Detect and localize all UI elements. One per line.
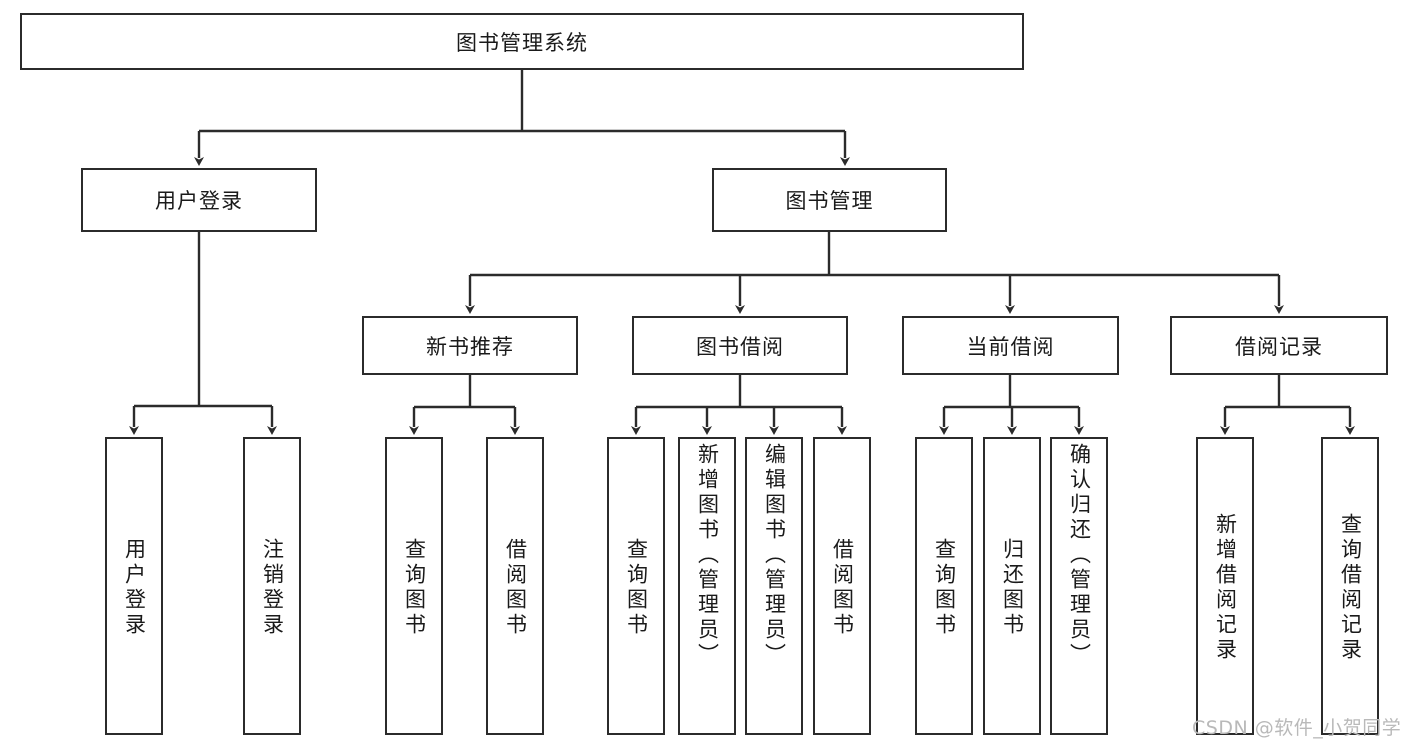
node-leaf-confirm-return-label: 确认归还（管理员） <box>1067 443 1092 668</box>
node-leaf-query-book-1-label: 查询图书 <box>402 538 427 638</box>
node-user-login-label: 用户登录 <box>155 189 243 213</box>
watermark: CSDN @软件_小贺同学 <box>1192 717 1402 739</box>
node-book-manage-label: 图书管理 <box>785 189 874 213</box>
node-leaf-query-book-3-label: 查询图书 <box>932 538 957 638</box>
node-new-book-rec[interactable]: 新书推荐 <box>362 316 578 375</box>
node-current-borrow[interactable]: 当前借阅 <box>902 316 1119 375</box>
node-leaf-return-book-label: 归还图书 <box>1000 538 1025 638</box>
node-leaf-add-book[interactable]: 新增图书（管理员） <box>678 437 736 735</box>
node-leaf-query-record-label: 查询借阅记录 <box>1338 513 1363 663</box>
edge-group-user-login <box>129 232 277 435</box>
node-leaf-borrow-book-2-label: 借阅图书 <box>830 538 855 638</box>
node-leaf-query-record[interactable]: 查询借阅记录 <box>1321 437 1379 735</box>
node-new-book-rec-label: 新书推荐 <box>426 334 514 359</box>
node-leaf-borrow-book-1[interactable]: 借阅图书 <box>486 437 544 735</box>
node-leaf-borrow-book-1-label: 借阅图书 <box>503 538 528 638</box>
node-leaf-confirm-return[interactable]: 确认归还（管理员） <box>1050 437 1108 735</box>
node-leaf-add-record[interactable]: 新增借阅记录 <box>1196 437 1254 735</box>
node-leaf-user-login[interactable]: 用户登录 <box>105 437 163 735</box>
edge-group-book-manage <box>465 232 1284 314</box>
node-leaf-user-login-label: 用户登录 <box>122 538 147 638</box>
node-book-borrow-label: 图书借阅 <box>696 334 784 359</box>
node-leaf-edit-book[interactable]: 编辑图书（管理员） <box>745 437 803 735</box>
node-leaf-logout-label: 注销登录 <box>260 538 285 638</box>
node-user-login[interactable]: 用户登录 <box>81 168 317 232</box>
node-leaf-edit-book-label: 编辑图书（管理员） <box>762 443 787 668</box>
node-leaf-return-book[interactable]: 归还图书 <box>983 437 1041 735</box>
edge-group-borrow-record <box>1220 375 1355 435</box>
node-root-label: 图书管理系统 <box>456 30 588 55</box>
node-book-borrow[interactable]: 图书借阅 <box>632 316 848 375</box>
edge-group-root <box>194 70 850 166</box>
node-leaf-query-book-2-label: 查询图书 <box>624 538 649 638</box>
edge-group-current-borrow <box>939 375 1084 435</box>
node-borrow-record[interactable]: 借阅记录 <box>1170 316 1388 375</box>
node-leaf-query-book-2[interactable]: 查询图书 <box>607 437 665 735</box>
node-leaf-add-record-label: 新增借阅记录 <box>1213 513 1238 663</box>
node-borrow-record-label: 借阅记录 <box>1235 334 1323 359</box>
edge-group-new-book-rec <box>409 375 520 435</box>
node-leaf-query-book-1[interactable]: 查询图书 <box>385 437 443 735</box>
node-root[interactable]: 图书管理系统 <box>20 13 1024 70</box>
node-leaf-borrow-book-2[interactable]: 借阅图书 <box>813 437 871 735</box>
node-leaf-add-book-label: 新增图书（管理员） <box>695 443 720 668</box>
edge-group-book-borrow <box>631 375 847 435</box>
node-current-borrow-label: 当前借阅 <box>966 334 1055 359</box>
node-leaf-logout[interactable]: 注销登录 <box>243 437 301 735</box>
node-leaf-query-book-3[interactable]: 查询图书 <box>915 437 973 735</box>
node-book-manage[interactable]: 图书管理 <box>712 168 947 232</box>
